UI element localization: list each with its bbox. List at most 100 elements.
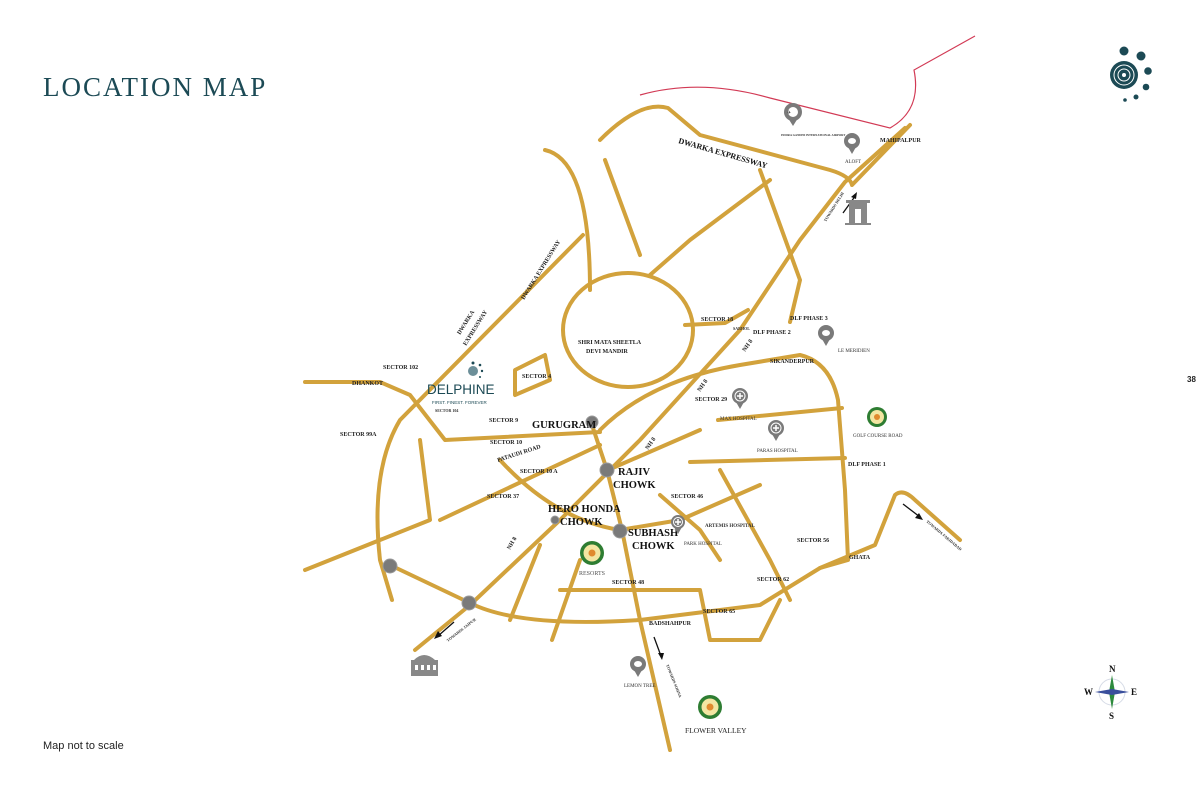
place-shri-mata-2: DEVI MANDIR	[586, 349, 629, 355]
place-sector-10: SECTOR 10	[490, 440, 522, 446]
roundabout-south-west	[461, 595, 477, 611]
compass-w: W	[1084, 687, 1093, 697]
road-label-nh8: NH 8	[697, 379, 710, 394]
resort-logo-icon	[874, 414, 880, 420]
road-label-nh8: NH 8	[507, 536, 519, 551]
place-rajiv-chowk: RAJIV	[618, 467, 651, 478]
place-sector-18: SECTOR 18	[701, 317, 733, 323]
place-subhash-chowk: SUBHASH	[628, 528, 678, 539]
road-label-dwarka-diag: DWARKA EXPRESSWAY	[521, 239, 563, 301]
resort-logo-icon	[588, 549, 596, 557]
india-gate-icon	[845, 200, 871, 225]
place-subhash-chowk-2: CHOWK	[632, 541, 675, 552]
pin-label: INDIRA GANDHI INTERNATIONAL AIRPORT	[781, 133, 845, 137]
lemon-tree-pin: LEMON TREE	[624, 656, 655, 689]
roundabout-subhash-chowk	[612, 523, 628, 539]
flower-valley-resort: FLOWER VALLEY	[685, 695, 747, 735]
pin-label: LE MERIDIEN	[838, 349, 870, 354]
page-title: LOCATION MAP	[43, 72, 268, 102]
road-label-nh8: NH 8	[742, 339, 755, 354]
hospital-icon	[737, 393, 743, 399]
compass-n: N	[1109, 664, 1116, 674]
place-sector-102: SECTOR 102	[383, 365, 418, 371]
place-hero-honda-2: CHOWK	[560, 517, 603, 528]
pin-label: MAX HOSPITAL	[720, 417, 757, 422]
compass-e: E	[1131, 687, 1137, 697]
place-sector-62: SECTOR 62	[757, 577, 789, 583]
place-sector-29: SECTOR 29	[695, 397, 727, 403]
arrow-icon	[851, 192, 857, 199]
hotel-icon	[822, 330, 830, 336]
road-label-pataudi: PATAUDI ROAD	[497, 444, 542, 464]
place-gurugram: GURUGRAM	[532, 420, 596, 431]
place-sector-65: SECTOR 65	[703, 609, 735, 615]
place-dlf-phase-2: DLF PHASE 2	[753, 330, 791, 336]
place-sector-10a: SECTOR 10 A	[520, 469, 558, 475]
place-sarhol: SARHOL	[733, 326, 750, 331]
golf-course-road-resort: GOLF COURSE ROAD	[853, 407, 903, 439]
place-rajiv-chowk-2: CHOWK	[613, 480, 656, 491]
place-mahipalpur: MAHIPALPUR	[880, 138, 922, 144]
place-hero-honda: HERO HONDA	[548, 504, 621, 515]
resorts-logo: RESORTS	[579, 541, 605, 577]
hospital-icon	[773, 425, 779, 431]
arrow-icon	[434, 631, 442, 639]
le-meridien-pin: LE MERIDIEN	[818, 325, 870, 354]
arrow-icon	[658, 653, 664, 660]
place-ghata: GHATA	[849, 555, 871, 561]
place-sector-9: SECTOR 9	[489, 418, 518, 424]
metro-line	[639, 35, 976, 129]
project-tagline: FIRST. FINEST. FOREVER	[432, 400, 488, 405]
road-network	[303, 104, 962, 752]
towards-delhi: TOWARDS DELHI	[823, 191, 871, 225]
resort-label: FLOWER VALLEY	[685, 726, 747, 735]
resort-label: RESORTS	[579, 571, 605, 577]
place-shri-mata-1: SHRI MATA SHEETLA	[578, 340, 642, 346]
place-sikanderpur: SIKANDERPUR	[770, 359, 815, 365]
delphine-logo: DELPHINE FIRST. FINEST. FOREVER SECTOR 1…	[427, 361, 495, 413]
max-hospital-pin: MAX HOSPITAL	[720, 388, 757, 422]
roundabout-west	[382, 558, 398, 574]
place-sector-48: SECTOR 48	[612, 580, 644, 586]
place-sector-104: SECTOR 104	[435, 408, 458, 413]
arrow-icon	[915, 513, 923, 520]
place-artemis: ARTEMIS HOSPITAL	[705, 524, 756, 529]
direction-label: TOWARDS SOHNA	[665, 664, 683, 699]
hotel-icon	[848, 138, 856, 144]
pin-label: PARK HOSPITAL	[684, 542, 722, 547]
place-sector-56: SECTOR 56	[797, 538, 829, 544]
page-number: 38	[1187, 375, 1196, 384]
brand-emblem-icon	[1110, 46, 1152, 102]
place-dhankot: DHANKOT	[352, 381, 383, 387]
project-name: DELPHINE	[427, 382, 495, 397]
paras-hospital-pin: PARAS HOSPITAL	[757, 420, 798, 454]
place-sector-46: SECTOR 46	[671, 494, 703, 500]
compass-rose-icon: N S E W	[1084, 664, 1137, 721]
pin-label: ALOFT	[845, 160, 861, 165]
resort-label: GOLF COURSE ROAD	[853, 434, 903, 439]
place-dlf-phase-3: DLF PHASE 3	[790, 316, 828, 322]
pin-label: PARAS HOSPITAL	[757, 449, 798, 454]
hotel-icon	[634, 661, 642, 667]
hospital-icon	[675, 519, 681, 525]
park-hospital-pin: PARK HOSPITAL	[671, 515, 722, 547]
place-sector-37: SECTOR 37	[487, 494, 519, 500]
towards-faridabad: TOWARDS FARIDABAD	[902, 503, 963, 552]
place-dlf-phase-1: DLF PHASE 1	[848, 462, 886, 468]
pin-label: LEMON TREE	[624, 684, 655, 689]
towards-sohna: TOWARDS SOHNA	[653, 636, 683, 699]
airport-icon: ✈	[787, 110, 791, 116]
place-sector-4: SECTOR 4	[522, 374, 551, 380]
roundabout-hero-honda-chowk	[550, 515, 560, 525]
aloft-pin: ALOFT	[844, 133, 861, 165]
airport-pin: ✈ INDIRA GANDHI INTERNATIONAL AIRPORT	[781, 103, 845, 137]
resort-logo-icon	[706, 703, 714, 711]
palace-icon	[411, 655, 438, 676]
roundabout-gurugram	[585, 415, 599, 429]
scale-note: Map not to scale	[43, 740, 124, 752]
roundabout-rajiv-chowk	[599, 462, 615, 478]
compass-s: S	[1109, 711, 1114, 721]
place-badshahpur: BADSHAHPUR	[649, 621, 692, 627]
place-sector-99a: SECTOR 99A	[340, 432, 377, 438]
